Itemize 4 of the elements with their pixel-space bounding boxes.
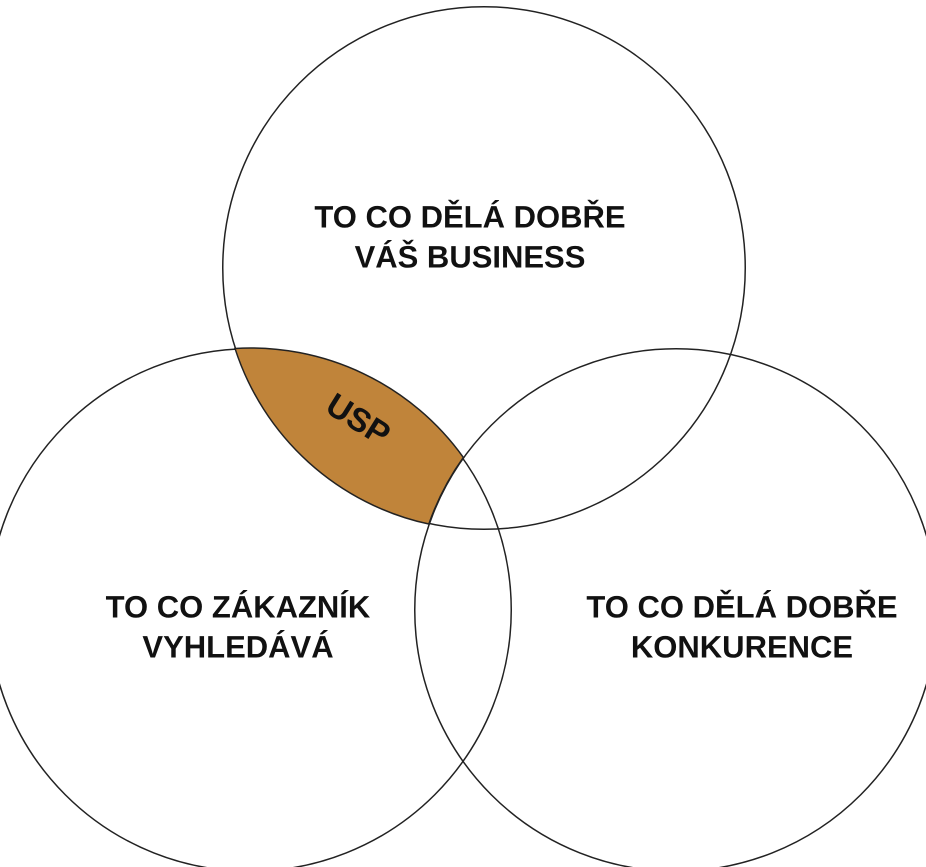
region-label: USP — [318, 384, 398, 455]
circle-label: TO CO ZÁKAZNÍK VYHLEDÁVÁ — [104, 588, 372, 667]
circle-label: TO CO DĚLÁ DOBŘE VÁŠ BUSINESS — [313, 198, 627, 277]
circle-label: TO CO DĚLÁ DOBŘE KONKURENCE — [585, 588, 899, 667]
